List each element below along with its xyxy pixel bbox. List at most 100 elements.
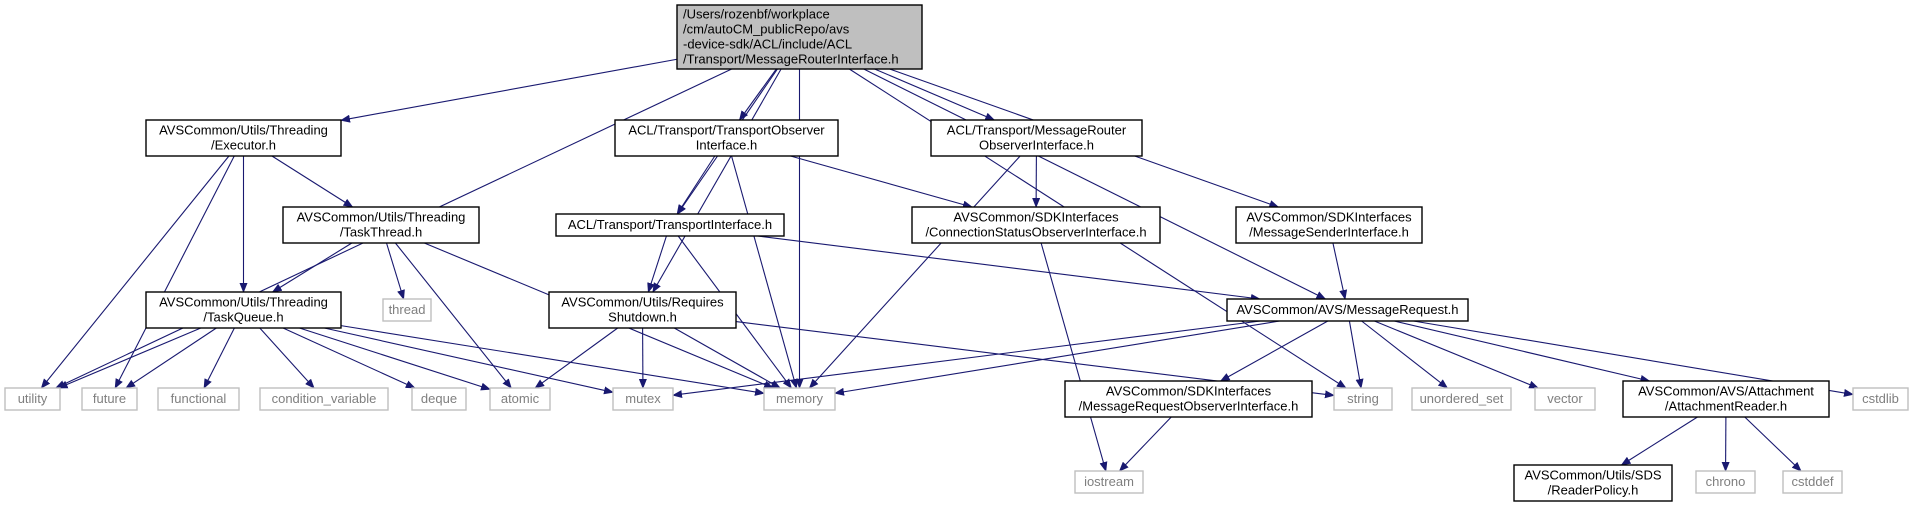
node-box (145, 291, 342, 329)
node-box (1513, 464, 1673, 502)
edge-task_queue-to-atomic (299, 327, 491, 391)
edge-task_queue-to-functional (203, 327, 235, 389)
node-label-line: AVSCommon/AVS/Attachment (1638, 384, 1814, 399)
node-label-line: ACL/Transport/TransportInterface.h (568, 217, 772, 232)
node-box (911, 206, 1161, 244)
node-label-line: /TaskQueue.h (203, 310, 283, 325)
node-box (555, 213, 785, 237)
node-box (1074, 470, 1144, 494)
node-box (1235, 206, 1423, 244)
node-msg-sender[interactable]: AVSCommon/SDKInterfaces/MessageSenderInt… (1235, 206, 1423, 244)
node-box (1333, 387, 1393, 411)
edge-message_request-to-vector (1374, 320, 1540, 389)
node-box (548, 291, 737, 329)
edge-transport_observer-to-transport_interface (676, 155, 716, 215)
node-box (489, 387, 551, 411)
node-label-line: /ConnectionStatusObserverInterface.h (925, 225, 1146, 240)
node-msg-req-observer[interactable]: AVSCommon/SDKInterfaces/MessageRequestOb… (1064, 380, 1313, 418)
node-transport-observer[interactable]: ACL/Transport/TransportObserverInterface… (614, 119, 839, 157)
node-future: future (81, 387, 138, 411)
edge-transport_observer-to-memory (731, 155, 798, 389)
edge-task_queue-to-utility (57, 327, 202, 389)
node-string: string (1333, 387, 1393, 411)
node-label-line: /AttachmentReader.h (1665, 399, 1787, 414)
node-box (1226, 298, 1469, 322)
edge-task_thread-to-thread (385, 242, 405, 300)
edge-message_request-to-attachment_reader (1394, 320, 1651, 383)
node-label-line: /Executor.h (211, 138, 276, 153)
node-task-thread[interactable]: AVSCommon/Utils/Threading/TaskThread.h (282, 206, 480, 244)
node-label-line: /cm/autoCM_publicRepo/avs (683, 22, 850, 37)
node-label-line: AVSCommon/SDKInterfaces (1246, 210, 1412, 225)
node-reader-policy[interactable]: AVSCommon/Utils/SDS/ReaderPolicy.h (1513, 464, 1673, 502)
node-label-line: iostream (1084, 474, 1134, 489)
node-label-line: vector (1547, 391, 1583, 406)
edge-router_observer-to-memory (808, 155, 1021, 389)
node-label-line: AVSCommon/Utils/SDS (1524, 468, 1661, 483)
node-label-line: AVSCommon/SDKInterfaces (1106, 384, 1272, 399)
edge-task_queue-to-future (125, 327, 217, 389)
node-box (81, 387, 138, 411)
edge-root-to-router_observer (874, 68, 996, 121)
node-chrono: chrono (1695, 470, 1756, 494)
node-box (1695, 470, 1756, 494)
node-label-line: Interface.h (696, 138, 757, 153)
edge-message_request-to-memory (834, 320, 1280, 396)
edge-transport_interface-to-requires_shutdown (647, 235, 667, 293)
node-label-line: cstdlib (1862, 391, 1899, 406)
node-transport-interface[interactable]: ACL/Transport/TransportInterface.h (555, 213, 785, 237)
node-label-line: condition_variable (272, 391, 377, 406)
node-label-line: atomic (501, 391, 540, 406)
edge-root-to-transport_observer (738, 68, 777, 121)
node-router-observer[interactable]: ACL/Transport/MessageRouterObserverInter… (930, 119, 1143, 157)
node-root[interactable]: /Users/rozenbf/workplace/cm/autoCM_publi… (676, 4, 923, 70)
node-box (1534, 387, 1596, 411)
edge-task_queue-to-condition_variable (259, 327, 315, 389)
node-label-line: -device-sdk/ACL/include/ACL (683, 37, 852, 52)
edge-attachment_reader-to-reader_policy (1620, 416, 1698, 466)
node-vector: vector (1534, 387, 1596, 411)
node-label-line: AVSCommon/SDKInterfaces (953, 210, 1119, 225)
edge-task_queue-to-deque (282, 327, 416, 389)
edge-message_request-to-unordered_set (1361, 320, 1449, 389)
node-label-line: functional (171, 391, 227, 406)
node-attachment-reader[interactable]: AVSCommon/AVS/Attachment/AttachmentReade… (1622, 380, 1830, 418)
edge-message_request-to-string (1348, 320, 1364, 389)
node-label-line: /TaskThread.h (340, 225, 422, 240)
node-thread: thread (382, 298, 432, 322)
node-label-line: /MessageRequestObserverInterface.h (1079, 399, 1299, 414)
node-label-line: mutex (625, 391, 661, 406)
node-label-line: /Transport/MessageRouterInterface.h (683, 52, 899, 67)
node-label-line: deque (421, 391, 457, 406)
edge-root-to-executor (340, 58, 678, 123)
edge-message_request-to-msg_req_observer (1219, 320, 1329, 382)
node-label-line: unordered_set (1420, 391, 1504, 406)
edge-root-to-message_request (863, 68, 1327, 300)
edge-executor-to-task_thread (271, 155, 354, 208)
node-box (1852, 387, 1909, 411)
node-utility: utility (4, 387, 61, 411)
node-label-line: /MessageSenderInterface.h (1249, 225, 1409, 240)
node-label-line: AVSCommon/Utils/Threading (159, 295, 328, 310)
edge-requires_shutdown-to-atomic (534, 327, 619, 389)
node-label-line: thread (389, 302, 426, 317)
edge-transport_observer-to-conn_status (790, 155, 973, 209)
edge-attachment_reader-to-cstddef (1744, 416, 1802, 472)
edge-conn_status-to-iostream (1040, 242, 1108, 472)
edge-message_request-to-mutex (672, 320, 1261, 399)
edge-msg_sender-to-message_request (1332, 242, 1348, 300)
node-message-request[interactable]: AVSCommon/AVS/MessageRequest.h (1226, 298, 1469, 322)
edge-task_queue-to-mutex (324, 327, 614, 395)
node-box (763, 387, 836, 411)
node-functional: functional (157, 387, 240, 411)
node-box (614, 119, 839, 157)
node-conn-status[interactable]: AVSCommon/SDKInterfaces/ConnectionStatus… (911, 206, 1161, 244)
node-executor[interactable]: AVSCommon/Utils/Threading/Executor.h (145, 119, 342, 157)
node-box (1622, 380, 1830, 418)
node-condition-variable: condition_variable (259, 387, 389, 411)
node-iostream: iostream (1074, 470, 1144, 494)
node-label-line: /ReaderPolicy.h (1548, 483, 1639, 498)
node-mutex: mutex (612, 387, 674, 411)
node-task-queue[interactable]: AVSCommon/Utils/Threading/TaskQueue.h (145, 291, 342, 329)
